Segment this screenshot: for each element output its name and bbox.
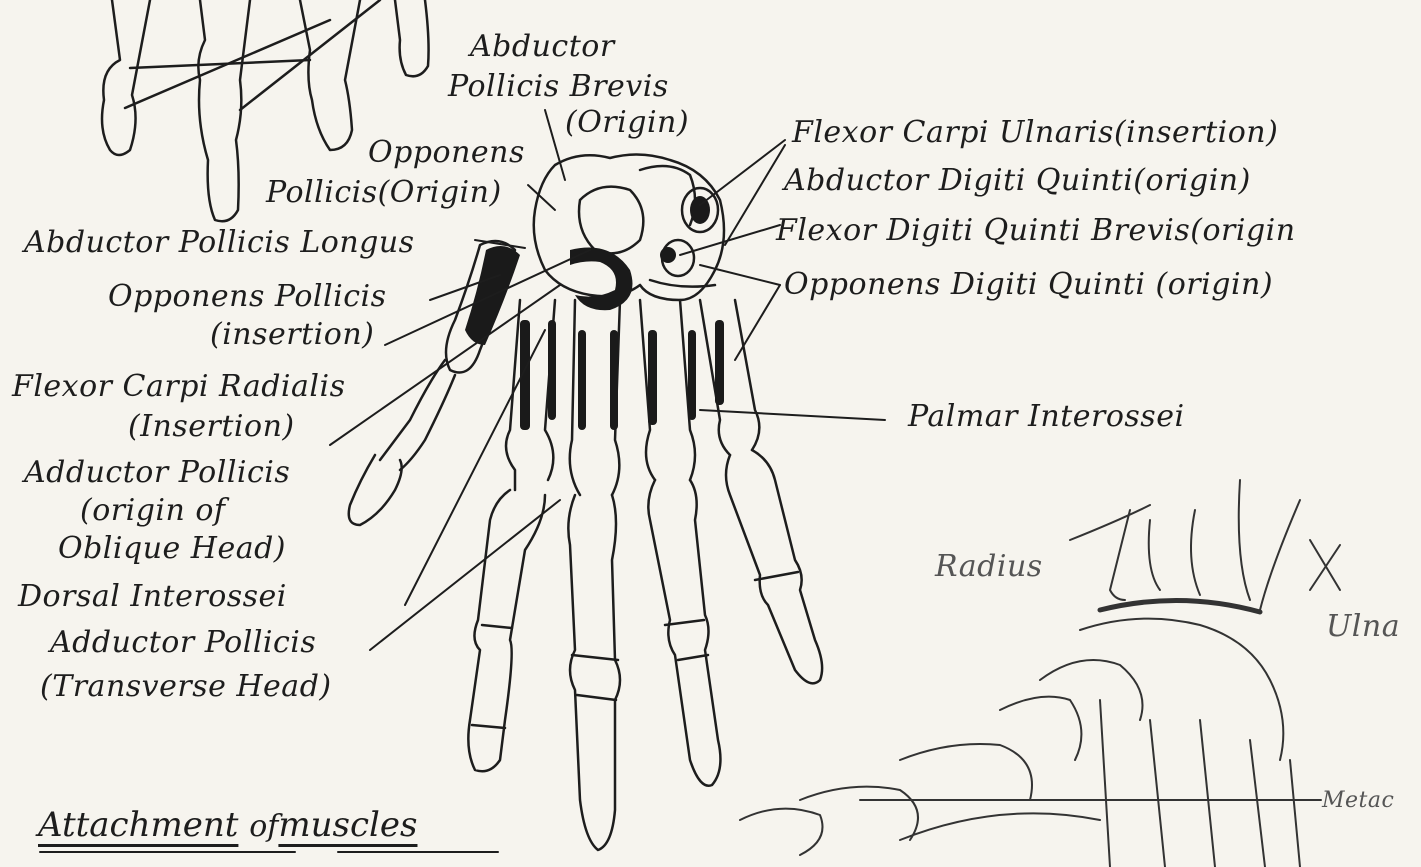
label-flexor-digiti-quinti-brevis: Flexor Digiti Quinti Brevis(origin [776,214,1296,248]
label-opponens-pollicis-insertion-2: (insertion) [210,318,374,352]
label-abductor-pollicis-brevis-2: Pollicis Brevis [448,70,669,104]
label-palmar-interossei: Palmar Interossei [908,400,1185,434]
label-opponens-pollicis-origin-1: Opponens [368,136,525,170]
caption-part-2: of [249,809,278,844]
label-adductor-pollicis-oblique-3: Oblique Head) [58,532,286,566]
label-ulna: Ulna [1326,610,1400,644]
label-adductor-pollicis-transverse-1: Adductor Pollicis [50,626,316,660]
label-opponens-pollicis-insertion-1: Opponens Pollicis [108,280,387,314]
label-adductor-pollicis-oblique-2: (origin of [80,494,226,528]
label-dorsal-interossei: Dorsal Interossei [18,580,287,614]
label-adductor-pollicis-transverse-2: (Transverse Head) [40,670,332,704]
label-flexor-carpi-ulnaris: Flexor Carpi Ulnaris(insertion) [792,116,1278,150]
diagram-caption: Attachment ofmuscles [38,805,417,845]
label-adductor-pollicis-oblique-1: Adductor Pollicis [24,456,290,490]
label-flexor-carpi-radialis-2: (Insertion) [128,410,295,444]
lower-right-bone-sketch [740,480,1340,867]
label-abductor-pollicis-brevis-3: (Origin) [565,106,689,140]
label-opponens-digiti-quinti: Opponens Digiti Quinti (origin) [784,268,1273,302]
caption-part-1: Attachment [38,805,238,845]
label-radius: Radius [935,550,1043,584]
muscle-attachment-areas [465,196,724,430]
label-flexor-carpi-radialis-1: Flexor Carpi Radialis [12,370,345,404]
label-abductor-pollicis-longus: Abductor Pollicis Longus [24,226,415,260]
label-opponens-pollicis-origin-2: Pollicis(Origin) [266,176,502,210]
label-abductor-pollicis-brevis-1: Abductor [470,30,615,64]
caption-part-3: muscles [278,805,417,845]
label-abductor-digiti-quinti: Abductor Digiti Quinti(origin) [784,164,1251,198]
label-metacarpals: Metac [1322,784,1394,818]
phalanx-bones [468,450,822,850]
